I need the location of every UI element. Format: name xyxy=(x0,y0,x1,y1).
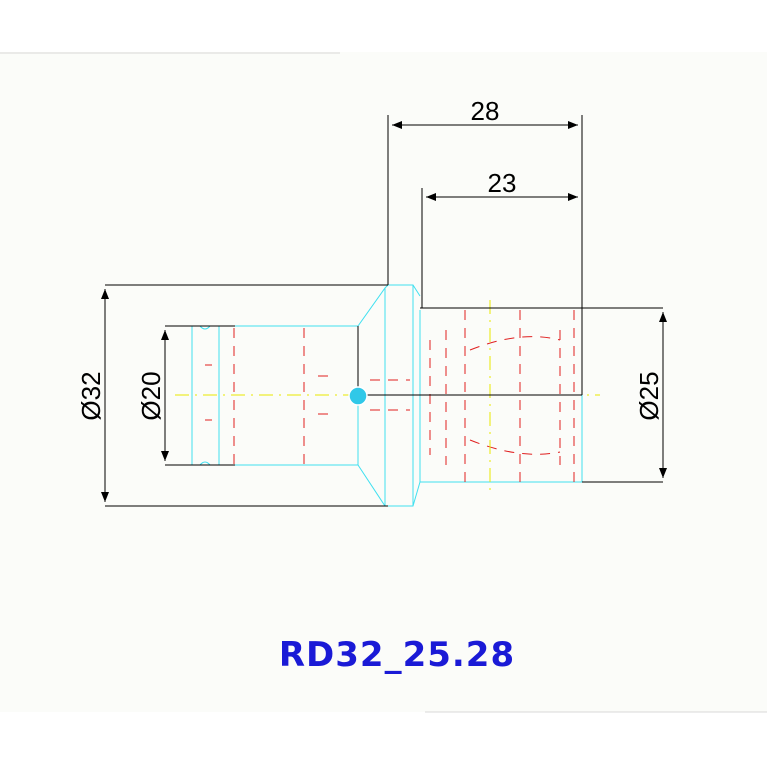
dim-label-d25: Ø25 xyxy=(634,371,664,420)
dimension-lines xyxy=(101,121,667,502)
drawing-sheet xyxy=(0,52,767,712)
dim-label-28: 28 xyxy=(471,96,500,126)
extension-lines xyxy=(387,115,583,308)
part-code-label: RD32_25.28 xyxy=(279,635,515,675)
dim-label-d32: Ø32 xyxy=(76,371,106,420)
part-outline xyxy=(105,284,663,507)
center-point-marker[interactable] xyxy=(348,386,368,406)
hidden-lines xyxy=(205,310,575,482)
dim-label-d20: Ø20 xyxy=(136,371,166,420)
dim-label-23: 23 xyxy=(488,168,517,198)
